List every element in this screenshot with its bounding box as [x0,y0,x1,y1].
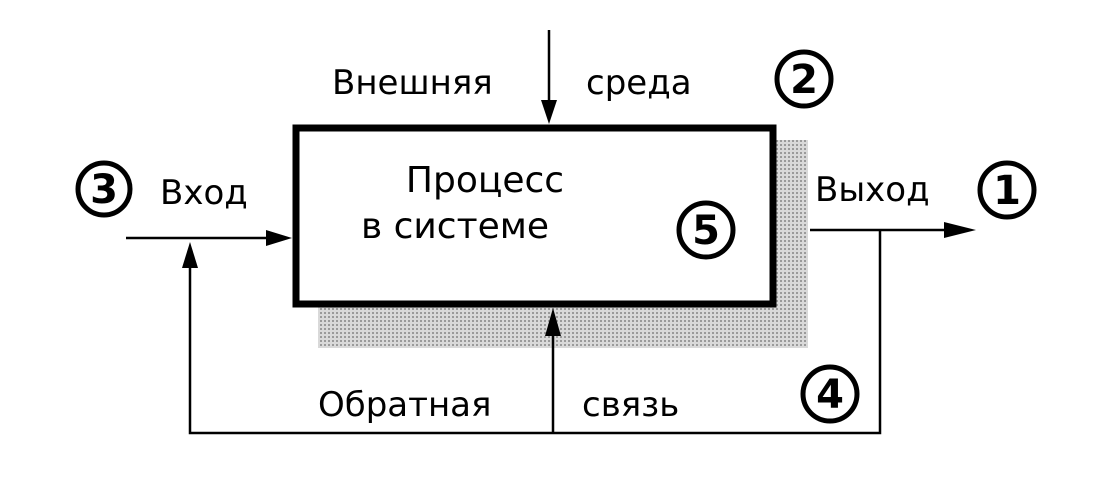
marker-circle-3 [75,160,133,218]
process-label-line1: Процесс [405,160,565,201]
marker-circle-4 [800,364,860,424]
feedback-label-right: связь [582,385,680,425]
marker-number-4: 4 [816,372,844,418]
input-arrowhead [266,230,292,246]
environment-label-left: Внешняя [332,63,493,103]
marker-circle-5 [676,200,736,260]
environment-label-right: среда [586,63,692,103]
feedback-label-left: Обратная [318,385,492,425]
process-label: Процесс в системе [300,158,670,250]
output-arrowhead [944,222,976,238]
marker-circle-2 [774,49,834,109]
process-label-line2: в системе [360,206,550,247]
marker-number-5: 5 [692,208,720,254]
feedback-loop [188,230,882,435]
input-label: Вход [160,173,248,213]
output-label: Выход [815,170,930,210]
marker-circle-1 [977,160,1037,220]
feedback-up-arrowhead [545,308,561,336]
marker-number-2: 2 [790,57,818,103]
environment-arrowhead [541,100,557,124]
feedback-left-arrowhead [182,242,198,268]
marker-number-1: 1 [993,168,1021,214]
marker-number-3: 3 [90,167,118,213]
